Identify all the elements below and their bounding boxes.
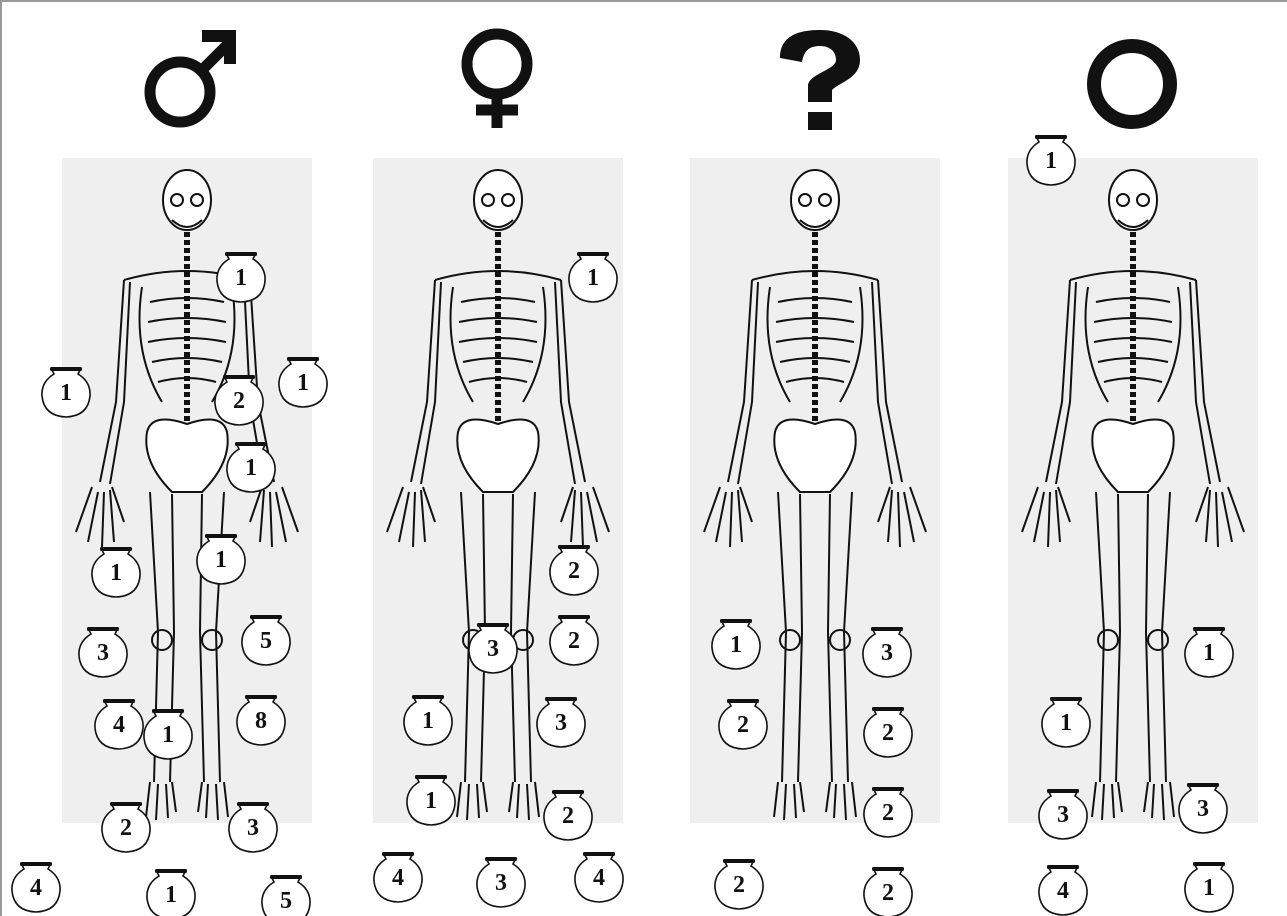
vessel-count: 1	[402, 786, 460, 816]
vessel-count: 5	[237, 626, 295, 656]
vessel: 1	[142, 864, 200, 916]
vessel: 2	[97, 797, 155, 855]
vessel: 1	[1180, 857, 1238, 915]
vessel: 2	[859, 782, 917, 840]
vessel: 3	[74, 622, 132, 680]
vessel: 1	[139, 704, 197, 762]
vessel-count: 2	[859, 718, 917, 748]
vessel-count: 3	[472, 868, 530, 898]
vessel-count: 2	[859, 878, 917, 908]
vessel-count: 2	[710, 870, 768, 900]
vessel: 4	[1034, 860, 1092, 916]
vessel-count: 1	[87, 558, 145, 588]
vessel: 1	[707, 614, 765, 672]
vessel-count: 3	[464, 634, 522, 664]
vessel: 1	[1037, 692, 1095, 750]
vessel: 1	[192, 529, 250, 587]
vessel: 3	[532, 692, 590, 750]
vessel-count: 1	[564, 263, 622, 293]
vessel: 3	[464, 618, 522, 676]
vessel: 2	[545, 610, 603, 668]
vessel-count: 1	[1180, 638, 1238, 668]
circle-symbol-icon	[1067, 24, 1197, 134]
vessel-count: 1	[37, 378, 95, 408]
vessel-count: 1	[1037, 708, 1095, 738]
vessel-count: 2	[545, 626, 603, 656]
vessel: 1	[1022, 130, 1080, 188]
vessel: 5	[237, 610, 295, 668]
vessel: 1	[87, 542, 145, 600]
vessel-count: 1	[1022, 146, 1080, 176]
vessel-count: 2	[545, 556, 603, 586]
vessel-count: 1	[139, 720, 197, 750]
vessel: 3	[1034, 784, 1092, 842]
vessel: 1	[222, 437, 280, 495]
vessel-count: 2	[210, 386, 268, 416]
vessel-count: 1	[707, 630, 765, 660]
vessel-count: 4	[369, 863, 427, 893]
vessel: 3	[1174, 778, 1232, 836]
vessel-count: 1	[274, 368, 332, 398]
vessel-count: 3	[858, 638, 916, 668]
vessel-count: 1	[192, 545, 250, 575]
vessel: 2	[714, 694, 772, 752]
vessel-count: 8	[232, 706, 290, 736]
male-symbol-icon	[132, 24, 262, 134]
vessel-count: 1	[212, 263, 270, 293]
female-symbol-icon	[432, 24, 562, 134]
vessel: 2	[710, 854, 768, 912]
vessel-count: 5	[257, 886, 315, 916]
vessel-count: 3	[1174, 794, 1232, 824]
vessel: 2	[859, 862, 917, 916]
vessel: 3	[224, 797, 282, 855]
vessel-count: 3	[74, 638, 132, 668]
vessel: 1	[402, 770, 460, 828]
vessel: 1	[212, 247, 270, 305]
vessel-count: 2	[859, 798, 917, 828]
vessel: 1	[274, 352, 332, 410]
vessel-count: 4	[570, 863, 628, 893]
vessel: 1	[1180, 622, 1238, 680]
vessel-count: 2	[97, 813, 155, 843]
vessel-count: 3	[532, 708, 590, 738]
vessel: 1	[37, 362, 95, 420]
vessel: 1	[399, 690, 457, 748]
vessel-count: 2	[714, 710, 772, 740]
vessel-count: 2	[539, 801, 597, 831]
vessel: 2	[859, 702, 917, 760]
vessel: 8	[232, 690, 290, 748]
vessel: 2	[539, 785, 597, 843]
vessel: 4	[369, 847, 427, 905]
vessel: 2	[545, 540, 603, 598]
vessel-count: 3	[1034, 800, 1092, 830]
vessel: 4	[570, 847, 628, 905]
vessel: 3	[472, 852, 530, 910]
vessel-count: 4	[1034, 876, 1092, 906]
vessel-count: 1	[142, 880, 200, 910]
vessel: 1	[564, 247, 622, 305]
vessel-count: 4	[7, 873, 65, 903]
vessel: 2	[210, 370, 268, 428]
vessel: 4	[7, 857, 65, 915]
vessel-count: 1	[399, 706, 457, 736]
vessel: 3	[858, 622, 916, 680]
vessel: 5	[257, 870, 315, 916]
vessel-count: 1	[222, 453, 280, 483]
question-mark-icon	[752, 24, 882, 134]
vessel-count: 3	[224, 813, 282, 843]
vessel-count: 1	[1180, 873, 1238, 903]
